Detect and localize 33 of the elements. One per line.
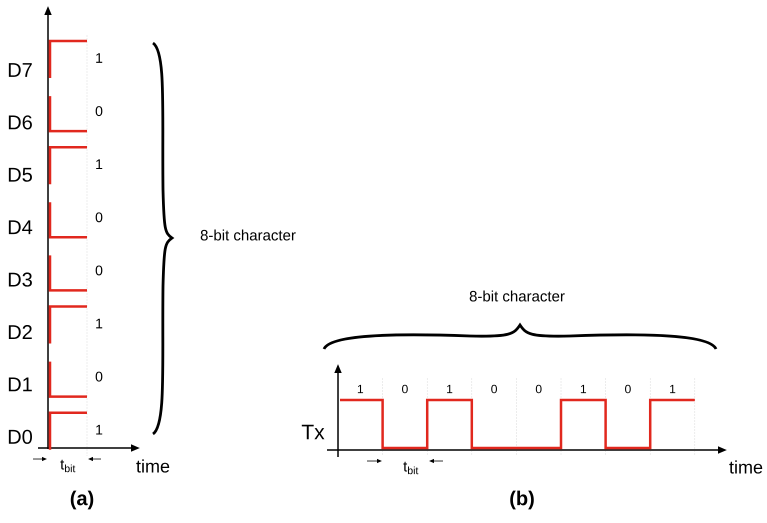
brace-label: 8-bit character: [200, 230, 296, 240]
dimension-label: t$_{bit}$: [60, 460, 76, 472]
bit-value: 0: [96, 106, 102, 116]
bit-value: 1: [580, 384, 586, 394]
bit-value: 1: [670, 384, 676, 394]
signal-name: D4: [8, 220, 32, 234]
bit-value: 1: [96, 318, 102, 328]
bit-value: 0: [96, 212, 102, 222]
bit-value: 0: [402, 384, 408, 394]
signal-name: D6: [8, 115, 32, 130]
dimension-label: t$_{bit}$: [403, 462, 418, 474]
bit-value: 1: [358, 384, 364, 394]
bit-value: 0: [96, 372, 102, 382]
panel-label: (a): [70, 490, 94, 510]
signal-name: D7: [8, 63, 32, 77]
signal-name: D3: [8, 272, 32, 287]
bit-value: 1: [447, 384, 452, 394]
bit-value: 0: [536, 384, 542, 394]
signal-name: Tx: [302, 424, 324, 440]
bit-value: 0: [491, 384, 497, 394]
bit-value: 1: [96, 424, 102, 435]
axis-label: time: [136, 459, 170, 473]
signal-name: D2: [8, 325, 32, 339]
signal-name: D1: [8, 378, 32, 392]
bit-value: 1: [96, 53, 102, 63]
bit-value: 1: [96, 159, 102, 170]
panel-label: (b): [510, 490, 534, 510]
signal-name: D0: [8, 430, 32, 444]
bit-value: 0: [625, 384, 631, 394]
axis-label: time: [729, 460, 762, 474]
bit-value: 0: [96, 265, 102, 276]
signal-name: D5: [8, 168, 32, 182]
brace-label: 8-bit character: [470, 290, 565, 302]
